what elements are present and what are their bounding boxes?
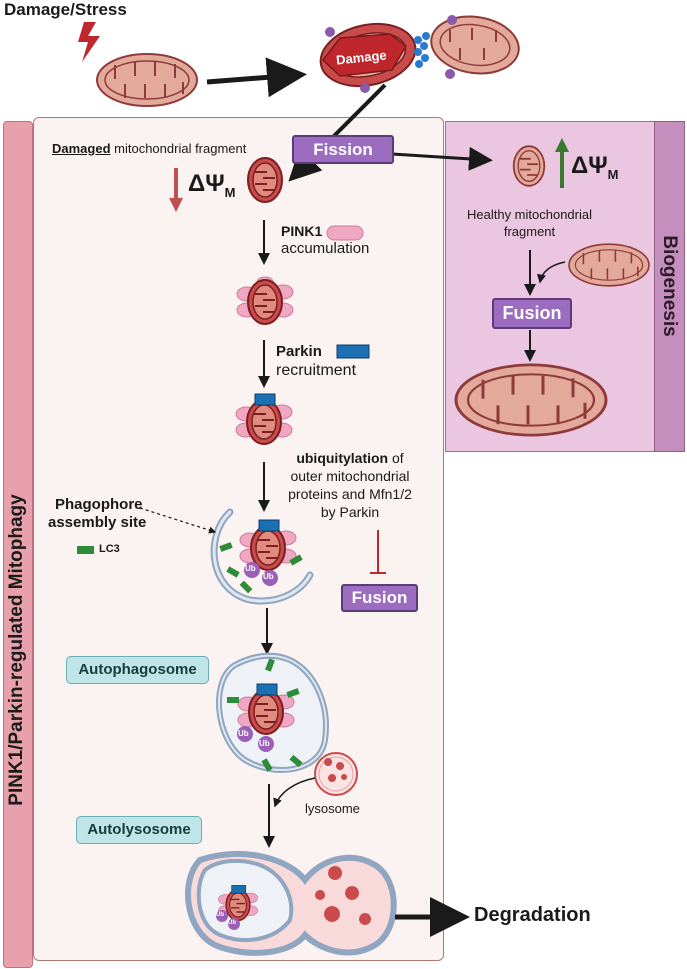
ubiq-line2: outer mitochondrial [290, 468, 410, 484]
healthy-line2: fragment [503, 224, 556, 239]
damaged-fragment-label: Damaged mitochondrial fragment [52, 141, 246, 156]
ub-label-1: Ub [245, 564, 256, 573]
ubiquitylation-text: ubiquitylation of outer mitochondrial pr… [270, 449, 430, 521]
ubiq-line3: proteins and Mfn1/2 [288, 486, 412, 502]
healthy-line1: Healthy mitochondrial [466, 207, 592, 222]
biogenesis-mito [568, 243, 650, 287]
damaged-word: Damaged [52, 141, 111, 156]
autolysosome-label: Autolysosome [76, 816, 202, 844]
ub-label-6: Ub [228, 920, 236, 926]
stress-label: Damage/Stress [4, 0, 127, 19]
fusion-label-right: Fusion [492, 298, 572, 329]
ubiq-of: of [388, 450, 404, 466]
fusion-blocked-label: Fusion [341, 584, 418, 612]
ubiq-bold: ubiquitylation [296, 450, 389, 466]
autolysosome [185, 850, 397, 956]
pink1-accumulation: accumulation [281, 240, 370, 257]
delta-psi-right: ΔΨM [571, 152, 619, 182]
delta-psi-subscript: M [224, 184, 236, 200]
ub-label-2: Ub [263, 572, 274, 581]
healthy-fragment-label: Healthy mitochondrial fragment [452, 206, 607, 240]
phagophore-label-2: assembly site [48, 514, 147, 531]
mito-with-parkin [235, 393, 293, 445]
top-mitochondrion [96, 53, 198, 107]
left-sidebar [3, 121, 33, 968]
lysosome-icon [314, 752, 358, 796]
degradation-label: Degradation [474, 904, 591, 926]
pink1-label: PINK1 [281, 223, 323, 239]
right-sidebar [654, 121, 685, 452]
fission-label: Fission [292, 135, 394, 164]
pink1-protein-icon [326, 225, 364, 241]
lightning-icon [78, 22, 100, 62]
parkin-recruitment: recruitment [276, 362, 357, 379]
delta-psi-subscript-right: M [607, 166, 619, 182]
delta-psi-symbol-right: ΔΨ [571, 152, 608, 179]
phagophore [210, 508, 314, 605]
delta-psi-symbol: ΔΨ [188, 170, 225, 197]
ubiq-line4: by Parkin [320, 504, 380, 520]
damaged-mito-fragment [247, 157, 283, 203]
healthy-mito-fragment [512, 145, 546, 187]
delta-psi-left: ΔΨM [188, 170, 236, 200]
lysosome-label: lysosome [305, 801, 360, 816]
parkin-label: Parkin [276, 343, 322, 360]
parkin-protein-icon [336, 344, 370, 359]
ub-label-5: Ub [216, 912, 224, 918]
phagophore-label-1: Phagophore [55, 496, 143, 513]
mito-with-pink1 [236, 276, 294, 325]
ub-label-4: Ub [259, 739, 270, 748]
autophagosome [216, 652, 329, 774]
damaged-dividing-mito [319, 15, 520, 93]
lc3-legend-icon [77, 546, 94, 554]
lc3-label: LC3 [99, 543, 120, 555]
ub-label-3: Ub [238, 729, 249, 738]
autophagosome-label: Autophagosome [66, 656, 209, 684]
damaged-rest: mitochondrial fragment [110, 141, 247, 156]
fused-mitochondrion [454, 363, 608, 437]
